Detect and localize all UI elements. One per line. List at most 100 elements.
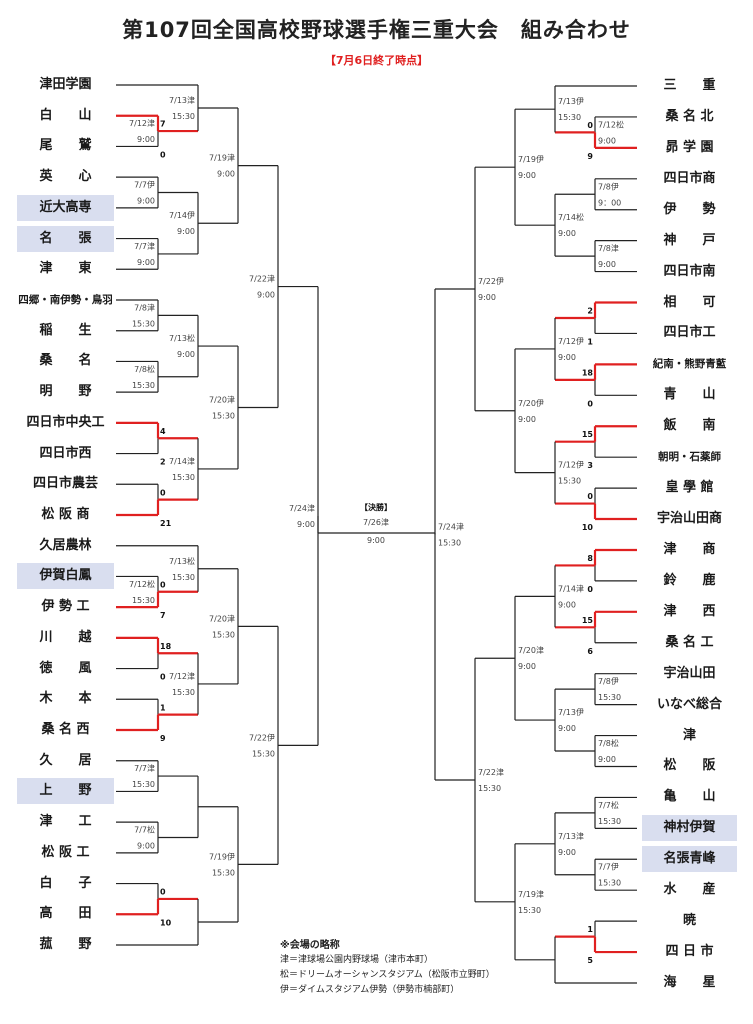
match-info-time: 9:00 [177,350,195,359]
match-info-date: 7/13伊 [558,96,584,106]
match-info-time: 9:00 [177,227,195,236]
match-info-date: 7/19伊 [209,851,235,861]
score: 3 [587,461,593,470]
team-name: 宇治山田 [663,665,716,681]
match-info-time: 15:30 [518,906,541,915]
match-info-time: 15:30 [598,817,621,826]
match-info-date: 7/12津 [129,118,155,128]
team-name: 津 東 [39,261,92,277]
match-info-date: 7/14伊 [169,210,195,220]
match-info-date: 7/20伊 [518,398,544,408]
score: 18 [582,368,594,377]
match-info-time: 15:30 [558,113,581,122]
score: 0 [587,585,593,594]
team-name: 近大高専 [17,194,114,221]
score: 10 [582,523,594,532]
team-name: 昴 学 園 [665,139,714,155]
score: 0 [160,488,166,497]
match-info-time: 15:30 [598,693,621,702]
team-name: 津 [682,727,696,743]
match-info-date: 7/8伊 [598,181,619,191]
match-info-time: 9:00 [518,171,536,180]
team-name: 伊 勢 工 [41,599,90,615]
match-info-date: 7/8津 [598,243,619,253]
team-name: 久居農林 [39,537,92,553]
score: 5 [587,956,593,965]
team-name: 皇 學 館 [665,480,714,496]
match-info-date: 7/7津 [134,763,155,773]
team-name: 桑 名 [39,353,92,369]
status-note: 【7月6日終了時点】 [324,54,429,67]
match-info-time: 15:30 [172,112,195,121]
match-info-time: 9:00 [478,293,496,302]
match-info-date: 7/14松 [558,212,584,222]
team-name: 水 産 [663,882,716,898]
match-info-date: 7/7伊 [598,862,619,872]
match-info-date: 7/7伊 [134,180,155,190]
match-info-time: 9:00 [137,842,155,851]
team-name: 津 工 [39,814,92,830]
legend-line: 伊＝ダイムスタジアム伊勢（伊勢市楠部町） [280,985,460,995]
match-info-time: 15:30 [132,319,155,328]
score: 9 [160,734,166,743]
team-name: 木 本 [39,691,92,707]
team-name: 津 商 [663,541,716,557]
score: 15 [582,430,594,439]
match-info-date: 7/7松 [598,800,619,810]
match-info-time: 15:30 [438,539,461,548]
score: 18 [160,642,172,651]
score: 0 [587,121,593,130]
team-name: 暁 [682,913,696,929]
team-name: 松 阪 商 [41,507,90,522]
team-name: いなべ総合 [656,696,722,712]
match-info-time: 9:00 [257,291,275,300]
score: 8 [587,554,593,563]
match-info-time: 15:30 [132,381,155,390]
final-label: 【決勝】 [360,502,392,512]
score: 7 [160,611,166,620]
match-info-date: 7/20津 [209,395,235,405]
match-info-time: 9:00 [598,260,616,269]
match-info-time: 9:00 [598,755,616,764]
match-info-time: 15:30 [172,573,195,582]
team-name: 津 西 [663,603,716,619]
score: 0 [587,399,593,408]
team-name: 白 山 [39,107,92,123]
match-info-date: 7/13伊 [558,707,584,717]
match-info-date: 7/22津 [478,767,504,777]
match-info-time: 9:00 [558,848,576,857]
match-info-date: 7/7松 [134,825,155,835]
team-name: 神村伊賀 [642,815,737,842]
score: 6 [587,647,593,656]
match-info-time: 9:00 [558,229,576,238]
team-name: 四日市南 [663,263,716,279]
score: 21 [160,519,172,528]
team-name: 桑 名 西 [41,722,90,737]
match-info-date: 7/19伊 [518,154,544,164]
team-name: 四郷・南伊勢・鳥羽 [18,294,113,306]
team-name: 伊 勢 [663,201,716,217]
team-name: 松 阪 [663,758,716,774]
team-name: 川 越 [39,629,92,645]
match-info-time: 9:00 [518,415,536,424]
match-info-date: 7/12伊 [558,460,584,470]
match-info-date: 7/14津 [169,456,195,466]
match-info-time: 9:00 [297,520,315,529]
match-info-time: 15:30 [478,784,501,793]
legend-heading: ※会場の略称 [280,940,340,951]
team-name: 四日市西 [39,445,92,461]
match-info-date: 7/12松 [129,579,155,589]
match-info-date: 7/20津 [518,645,544,655]
team-name: 朝明・石薬師 [658,451,721,464]
match-info-date: 7/8松 [598,738,619,748]
team-name: 桑 名 北 [665,108,714,124]
match-info-date: 7/19津 [209,153,235,163]
match-info-date: 7/13津 [558,831,584,841]
match-info-time: 9:00 [137,258,155,267]
score: 0 [160,673,166,682]
match-info-date: 7/8松 [134,364,155,374]
score: 7 [160,120,166,129]
match-info-time: 15:30 [212,412,235,421]
match-info-date: 7/14津 [558,583,584,593]
